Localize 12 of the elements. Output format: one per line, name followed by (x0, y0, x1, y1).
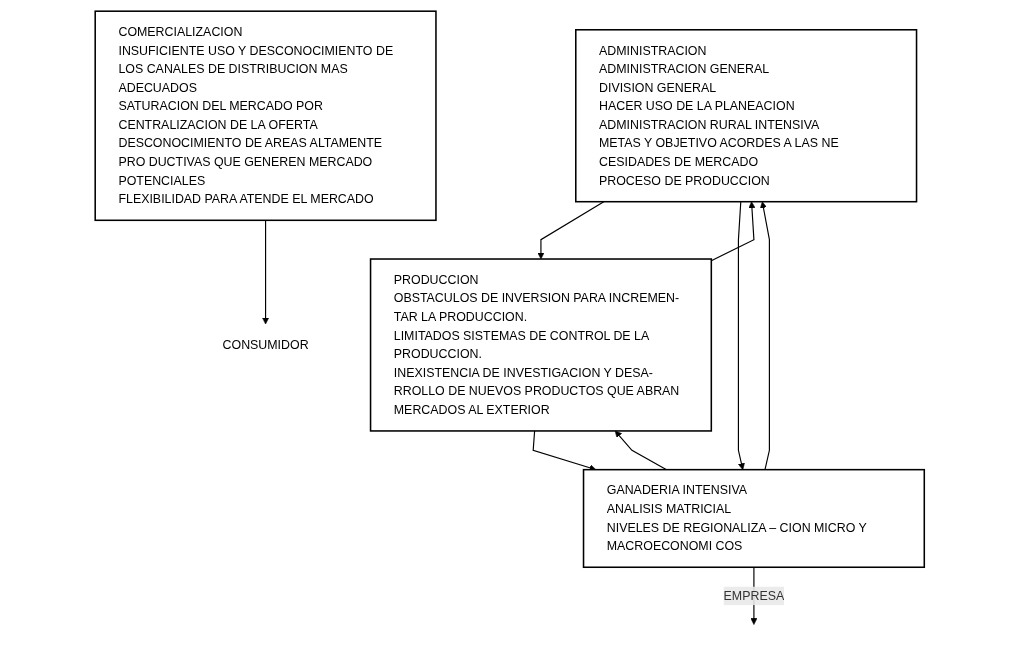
arrow (759, 201, 770, 471)
node-box: ADMINISTRACION ADMINISTRACION GENERAL DIVISION GENERAL HACER USO DE LA PLANEACION ADMINISTRACION RURAL INTENSIVA METAS Y OBJETIVO ACORDES A LAS NE CESIDADES DE MERCADO PROCESO DE PRODUCCION (574, 29, 918, 203)
arrow (737, 201, 745, 470)
node-box: GANADERIA INTENSIVA ANALISIS MATRICIAL NIVELES DE REGIONALIZA – CION MICRO Y MACROECONOMI COS (582, 468, 925, 569)
edge-label: EMPRESA (723, 588, 784, 603)
arrow (614, 430, 667, 471)
arrow (710, 201, 756, 262)
node-box: PRODUCCION OBSTACULOS DE INVERSION PARA INCREMEN- TAR LA PRODUCCION. LIMITADOS SISTEMAS DE CONTROL DE LA PRODUCCION. INEXISTENCIA DE INVESTIGACION Y DESA- RROLLO DE NUEVOS PRODUCTOS QUE ABRAN MERCADOS AL EXTERIOR (369, 258, 712, 432)
node-text: CONSUMIDOR (222, 338, 309, 352)
arrow (537, 201, 605, 260)
arrow (261, 219, 269, 325)
node-box: COMERCIALIZACION INSUFICIENTE USO Y DESCONOCIMIENTO DE LOS CANALES DE DISTRIBUCION MAS ADECUADOS SATURACION DEL MERCADO POR CENTRALIZACION DE LA OFERTA DESCONOCIMIENTO DE AREAS ALTAMENTE PRO DUCTIVAS QUE GENEREN MERCADO POTENCIALES FLEXIBILIDAD PARA ATENDE EL MERCADO (94, 10, 437, 222)
